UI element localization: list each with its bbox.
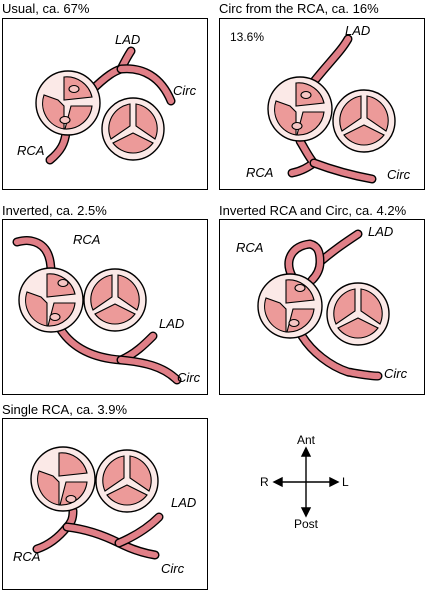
aortic-root-valve bbox=[267, 76, 333, 142]
label-circ: Circ bbox=[384, 366, 408, 381]
rca-vessel bbox=[287, 136, 319, 178]
pulmonary-valve bbox=[332, 89, 396, 153]
diagram-inverted: RCA LAD Circ bbox=[12, 232, 201, 385]
label-lad: LAD bbox=[368, 224, 393, 239]
panel-single-rca: LAD RCA Circ bbox=[2, 418, 208, 590]
right-coronary-ostium bbox=[288, 318, 300, 328]
left-coronary-ostium bbox=[294, 283, 306, 293]
panel-circ-from-rca: 13.6% LAD RCA Circ bbox=[219, 18, 425, 190]
label-lad: LAD bbox=[345, 23, 370, 38]
label-rca: RCA bbox=[73, 232, 100, 247]
caption-inverted-rca-circ: Inverted RCA and Circ, ca. 4.2% bbox=[219, 203, 407, 218]
aortic-root-valve bbox=[30, 446, 96, 512]
label-lad: LAD bbox=[159, 316, 184, 331]
lad-vessel bbox=[56, 325, 158, 365]
lad-vessel bbox=[315, 229, 363, 267]
left-coronary-ostium bbox=[300, 90, 312, 100]
caption-inverted: Inverted, ca. 2.5% bbox=[2, 203, 107, 218]
right-coronary-ostium bbox=[291, 121, 303, 131]
rca-vessel bbox=[12, 236, 56, 277]
panel-usual: LAD Circ RCA bbox=[2, 18, 208, 190]
single-coronary-ostium bbox=[65, 494, 77, 504]
pulmonary-valve bbox=[83, 268, 147, 332]
label-circ: Circ bbox=[387, 167, 411, 182]
aortic-root-valve bbox=[18, 267, 84, 333]
left-coronary-ostium bbox=[49, 312, 61, 322]
circ-vessel bbox=[309, 158, 377, 184]
diagram-single-rca: LAD RCA Circ bbox=[13, 446, 196, 576]
label-right: R bbox=[260, 475, 269, 489]
pulmonary-valve bbox=[326, 282, 390, 346]
label-posterior: Post bbox=[294, 517, 319, 531]
left-coronary-ostium bbox=[68, 84, 80, 94]
aortic-root-valve bbox=[257, 273, 323, 339]
label-lad: LAD bbox=[115, 32, 140, 47]
label-rca: RCA bbox=[236, 240, 263, 255]
circ-vessel bbox=[297, 331, 383, 381]
caption-single-rca: Single RCA, ca. 3.9% bbox=[2, 402, 128, 417]
caption-usual: Usual, ca. 67% bbox=[2, 1, 90, 16]
right-coronary-ostium bbox=[57, 278, 69, 288]
label-circ: Circ bbox=[177, 370, 201, 385]
label-anterior: Ant bbox=[297, 433, 316, 447]
diagram-usual: LAD Circ RCA bbox=[17, 32, 197, 165]
diagram-circ-from-rca: 13.6% LAD RCA Circ bbox=[230, 23, 411, 184]
label-lad: LAD bbox=[171, 495, 196, 510]
rca-vessel bbox=[45, 127, 71, 165]
aortic-root-valve bbox=[35, 70, 101, 136]
diagram-inverted-rca-circ: RCA LAD Circ bbox=[236, 224, 408, 381]
compass-arrows-icon bbox=[272, 446, 340, 518]
rca-vessel bbox=[284, 239, 325, 285]
orientation-compass: Ant Post R L bbox=[248, 432, 368, 532]
lad-vessel bbox=[114, 512, 164, 548]
panel-inverted: RCA LAD Circ bbox=[2, 219, 208, 395]
right-coronary-ostium bbox=[59, 115, 71, 125]
circ-vessel bbox=[116, 64, 176, 106]
label-rca: RCA bbox=[17, 143, 44, 158]
label-rca: RCA bbox=[13, 549, 40, 564]
label-rca: RCA bbox=[246, 165, 273, 180]
label-left: L bbox=[342, 475, 349, 489]
circ-vessel bbox=[116, 355, 182, 385]
pulmonary-valve bbox=[95, 449, 159, 513]
inset-percentage: 13.6% bbox=[230, 30, 264, 44]
pulmonary-valve bbox=[101, 97, 165, 161]
label-circ: Circ bbox=[161, 561, 185, 576]
panel-inverted-rca-circ: RCA LAD Circ bbox=[219, 219, 425, 395]
label-circ: Circ bbox=[173, 83, 197, 98]
caption-circ-from-rca: Circ from the RCA, ca. 16% bbox=[219, 1, 379, 16]
